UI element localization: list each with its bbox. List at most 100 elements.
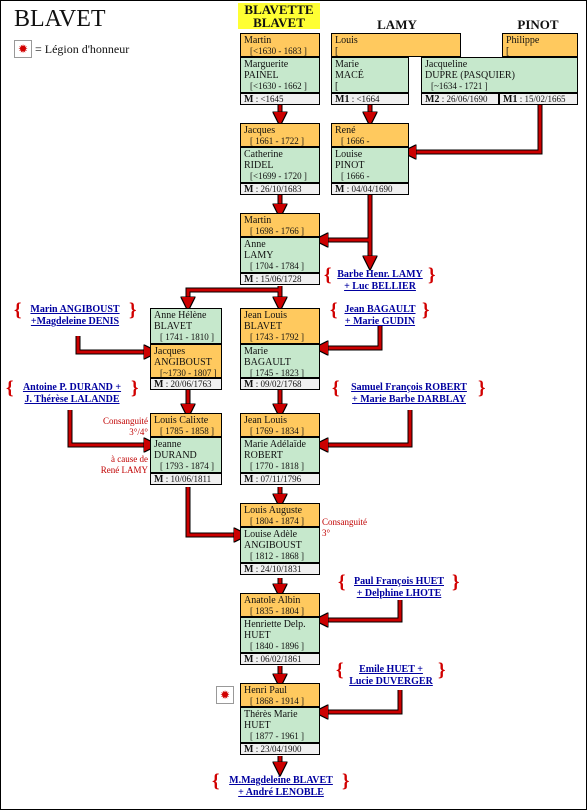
link-line-2: Lucie DUVERGER [349, 676, 433, 687]
person-dates: [<1630 - 1683 ] [250, 46, 307, 56]
person-dates: [ [335, 46, 339, 57]
link-line-2: + Delphine LHOTE [356, 588, 442, 599]
person-louis-auguste[interactable]: Louis Auguste [ 1804 - 1874 ] [240, 503, 320, 527]
person-name: René [335, 125, 356, 136]
link-antoine-durand[interactable]: Antoine P. DURAND + J. Thérèse LALANDE [14, 382, 130, 406]
link-magdeleine-blavet[interactable]: M.Magdeleine BLAVET + André LENOBLE [220, 775, 342, 799]
person-theres-huet[interactable]: Thérès Marie HUET [ 1877 - 1961 ] [240, 707, 320, 743]
person-marie-adelaide-robert[interactable]: Marie Adélaïde ROBERT [ 1770 - 1818 ] [240, 437, 320, 473]
link-line-1: Emile HUET + [359, 664, 423, 675]
brace-right: } [452, 572, 460, 593]
link-paul-huet[interactable]: Paul François HUET + Delphine LHOTE [346, 576, 452, 600]
person-surname: ROBERT [244, 450, 283, 461]
person-philippe-pinot[interactable]: Philippe [ [502, 33, 578, 57]
person-dates: [ 1770 - 1818 ] [250, 461, 304, 471]
note-line: René LAMY [100, 465, 148, 475]
person-jacques-angiboust[interactable]: Jacques ANGIBOUST [~1730 - 1807 ] [150, 344, 222, 378]
person-henri-paul[interactable]: Henri Paul [ 1868 - 1914 ] [240, 683, 320, 707]
person-jacqueline-dupre[interactable]: Jacqueline DUPRE (PASQUIER) [~1634 - 172… [421, 57, 578, 93]
link-line-2: + André LENOBLE [238, 787, 324, 798]
person-name: Henriette Delp. [244, 619, 306, 630]
person-name: Martin [244, 215, 272, 226]
person-dates: [~1730 - 1807 ] [160, 368, 217, 378]
person-dates: [ 1840 - 1896 ] [250, 641, 304, 651]
marriage-date: : <1645 [255, 94, 284, 104]
person-jeanne-durand[interactable]: Jeanne DURAND [ 1793 - 1874 ] [150, 437, 222, 473]
person-dates: [<1699 - 1720 ] [250, 171, 307, 181]
person-marie-mace[interactable]: Marie MACÉ [ [331, 57, 409, 93]
person-louis-calixte[interactable]: Louis Calixte [ 1785 - 1858 ] [150, 413, 222, 437]
legend: ✹ = Légion d'honneur [14, 40, 129, 58]
person-jean-louis-2[interactable]: Jean Louis [ 1769 - 1834 ] [240, 413, 320, 437]
note-line: 3°/4° [129, 427, 148, 437]
note-line: Consanguité [103, 416, 148, 426]
marriage-date: : 15/02/1665 [519, 94, 566, 104]
person-surname: PAINEL [244, 70, 279, 81]
header-blavette-text: BLAVETTE [244, 2, 314, 17]
person-dates: [ 1812 - 1868 ] [250, 551, 304, 561]
person-dates: [<1630 - 1662 ] [250, 81, 307, 91]
marriage-box: M : 15/06/1728 [240, 273, 320, 285]
marriage-date: : 09/02/1768 [255, 379, 302, 389]
person-surname: LAMY [244, 250, 274, 261]
person-louise-pinot[interactable]: Louise PINOT [ 1666 - [331, 147, 409, 183]
person-louis-lamy[interactable]: Louis [ [331, 33, 461, 57]
person-marie-bagault[interactable]: Marie BAGAULT [ 1745 - 1823 ] [240, 344, 320, 378]
marriage-label: M [244, 564, 254, 575]
person-rene[interactable]: René [ 1666 - [331, 123, 409, 147]
brace-right: } [131, 378, 139, 399]
brace-left: { [14, 300, 22, 321]
person-louise-adele-angiboust[interactable]: Louise Adèle ANGIBOUST [ 1812 - 1868 ] [240, 527, 320, 563]
link-line-2: + Marie Barbe DARBLAY [352, 394, 466, 405]
person-anatole-albin[interactable]: Anatole Albin [ 1835 - 1804 ] [240, 593, 320, 617]
person-martin-2[interactable]: Martin [ 1698 - 1766 ] [240, 213, 320, 237]
person-marguerite-painel[interactable]: Marguerite PAINEL [<1630 - 1662 ] [240, 57, 320, 93]
link-line-1: Jean BAGAULT [344, 304, 416, 315]
link-marin-angiboust[interactable]: Marin ANGIBOUST +Magdeleine DENIS [22, 304, 128, 328]
person-anne-lamy[interactable]: Anne LAMY [ 1704 - 1784 ] [240, 237, 320, 273]
brace-left: { [324, 265, 332, 286]
marriage-label: M [244, 744, 254, 755]
note-consanguinity-2: Consanguité 3° [322, 517, 367, 539]
link-emile-huet[interactable]: Emile HUET + Lucie DUVERGER [344, 664, 438, 688]
person-name: Marie Adélaïde [244, 439, 306, 450]
legion-honneur-icon: ✹ [14, 40, 32, 58]
person-dates: [ 1743 - 1792 ] [250, 332, 304, 342]
person-dates: [ 1661 - 1722 ] [250, 136, 304, 146]
person-name: Catherine [244, 149, 283, 160]
link-barbe-lamy[interactable]: Barbe Henr. LAMY + Luc BELLIER [332, 269, 428, 293]
arrow-14 [322, 410, 412, 445]
arrow-5 [322, 195, 372, 240]
person-name: Anatole Albin [244, 595, 301, 606]
person-catherine-ridel[interactable]: Catherine RIDEL [<1699 - 1720 ] [240, 147, 320, 183]
person-anne-helene-blavet[interactable]: Anne Hélène BLAVET [ 1741 - 1810 ] [150, 308, 222, 344]
link-line-1: Samuel François ROBERT [351, 382, 467, 393]
person-jean-louis-blavet[interactable]: Jean Louis BLAVET [ 1743 - 1792 ] [240, 308, 320, 344]
person-jacques[interactable]: Jacques [ 1661 - 1722 ] [240, 123, 320, 147]
legion-honneur-icon: ✹ [216, 686, 234, 704]
person-name: Thérès Marie [244, 709, 298, 720]
person-dates: [ 1666 - [341, 136, 370, 146]
marriage-date: : 06/02/1861 [255, 654, 302, 664]
marriage-box: M1 : 15/02/1665 [499, 93, 578, 105]
person-dates: [ [335, 81, 339, 92]
person-name: Louise Adèle [244, 529, 298, 540]
brace-left: { [336, 660, 344, 681]
person-name: Jean Louis [244, 310, 288, 321]
person-dates: [ 1835 - 1804 ] [250, 606, 304, 616]
marriage-label: M [335, 184, 345, 195]
person-dates: [ 1704 - 1784 ] [250, 261, 304, 271]
marriage-date: : 26/10/1683 [255, 184, 302, 194]
person-henriette-huet[interactable]: Henriette Delp. HUET [ 1840 - 1896 ] [240, 617, 320, 653]
note-line: 3° [322, 528, 331, 538]
person-name: Louis [335, 35, 358, 46]
header-lamy: LAMY [377, 17, 417, 32]
arrow-15 [186, 487, 240, 535]
link-line-1: Antoine P. DURAND + [22, 382, 122, 393]
person-surname: ANGIBOUST [244, 540, 302, 551]
link-jean-bagault[interactable]: Jean BAGAULT + Marie GUDIN [338, 304, 422, 328]
person-name: Jeanne [154, 439, 182, 450]
person-martin-1[interactable]: Martin [<1630 - 1683 ] [240, 33, 320, 57]
link-samuel-robert[interactable]: Samuel François ROBERT + Marie Barbe DAR… [340, 382, 478, 406]
person-name: Louis Calixte [154, 415, 209, 426]
